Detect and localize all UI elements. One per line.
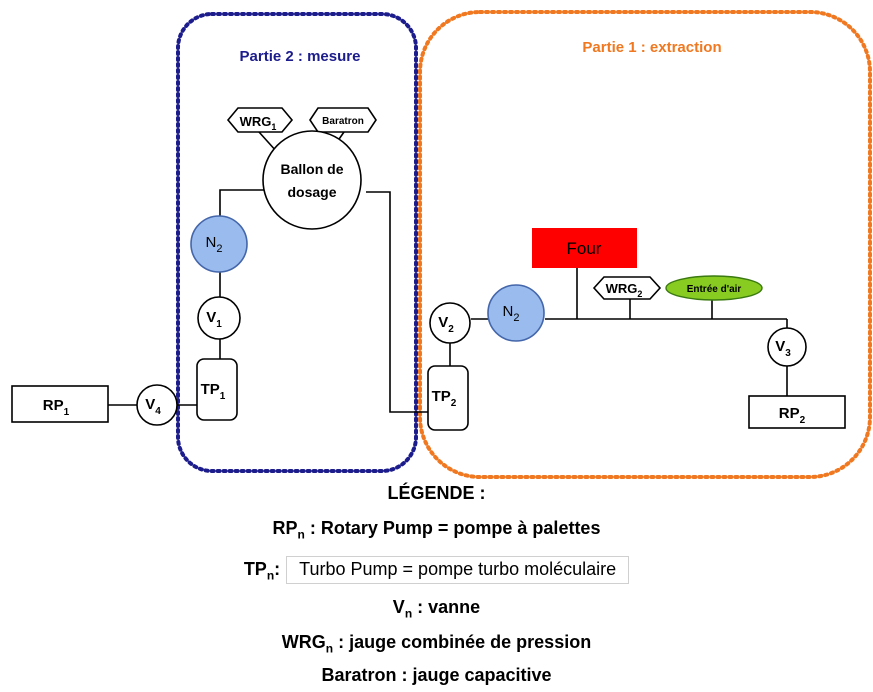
wrg2-label: WRG2 xyxy=(606,281,643,299)
n2-right-label: N2 xyxy=(503,303,520,324)
legend-tp-text: Turbo Pump = pompe turbo moléculaire xyxy=(286,556,630,584)
ballon-label-line1: Ballon de xyxy=(280,161,343,177)
wrg1-label: WRG1 xyxy=(240,114,277,132)
legend-rp: RPn : Rotary Pump = pompe à palettes xyxy=(0,518,873,542)
legend-wrg-text: : jauge combinée de pression xyxy=(333,632,592,652)
legend-rp-symbol: RP xyxy=(272,518,298,538)
legend-wrg-symbol: WRG xyxy=(281,632,326,652)
legend-wrg: WRGn : jauge combinée de pression xyxy=(0,632,873,656)
ballon-label-line2: dosage xyxy=(287,184,336,200)
valve-v3 xyxy=(767,327,807,367)
pipes xyxy=(108,131,788,413)
legend-v-sub: n xyxy=(404,606,413,621)
legend-rp-text: : Rotary Pump = pompe à palettes xyxy=(304,518,601,538)
valve-v1 xyxy=(197,296,241,340)
turbo-pump-tp1 xyxy=(196,358,238,421)
valve-v3-label: V3 xyxy=(775,338,791,359)
wrg2-gauge xyxy=(592,276,662,300)
valve-v4 xyxy=(136,384,178,426)
n2-left xyxy=(190,215,248,273)
baratron-label: Baratron xyxy=(322,116,364,127)
valve-v2-label: V2 xyxy=(438,314,454,335)
ballon-de-dosage xyxy=(262,130,362,230)
legend-v: Vn : vanne xyxy=(0,597,873,621)
rotary-pump-rp2-label: RP2 xyxy=(779,405,806,426)
legend-tp-symbol: TP xyxy=(243,559,267,579)
valve-v4-label: V4 xyxy=(145,396,161,417)
legend-wrg-sub: n xyxy=(325,641,334,656)
four-furnace xyxy=(532,228,637,268)
legend-tp-sep: : xyxy=(274,559,281,579)
part1-title: Partie 1 : extraction xyxy=(582,39,721,56)
wrg1-gauge xyxy=(226,107,294,133)
legend-title: LÉGENDE : xyxy=(387,483,486,503)
entree-air xyxy=(665,275,763,301)
valve-v1-label: V1 xyxy=(206,309,222,330)
rotary-pump-rp1-label: RP1 xyxy=(43,397,70,418)
legend-tp-sub: n xyxy=(266,568,275,583)
part2-title: Partie 2 : mesure xyxy=(240,48,361,65)
turbo-pump-tp2 xyxy=(427,365,469,431)
part1-boundary xyxy=(418,10,872,479)
legend-tp: TPn:Turbo Pump = pompe turbo moléculaire xyxy=(0,556,873,584)
part2-boundary xyxy=(176,12,418,473)
legend-v-symbol: V xyxy=(392,597,405,617)
rotary-pump-rp2 xyxy=(748,395,846,429)
n2-left-label: N2 xyxy=(206,234,223,255)
four-label: Four xyxy=(567,239,602,258)
legend-rp-sub: n xyxy=(297,527,305,542)
n2-right xyxy=(487,284,545,342)
legend-baratron: Baratron : jauge capacitive xyxy=(321,665,552,685)
valve-v2 xyxy=(429,302,471,344)
legend-v-text: : vanne xyxy=(412,597,481,617)
rotary-pump-rp1 xyxy=(11,385,109,423)
entree-air-label: Entrée d'air xyxy=(687,284,742,295)
turbo-pump-tp1-label: TP1 xyxy=(201,381,226,402)
turbo-pump-tp2-label: TP2 xyxy=(432,388,457,409)
